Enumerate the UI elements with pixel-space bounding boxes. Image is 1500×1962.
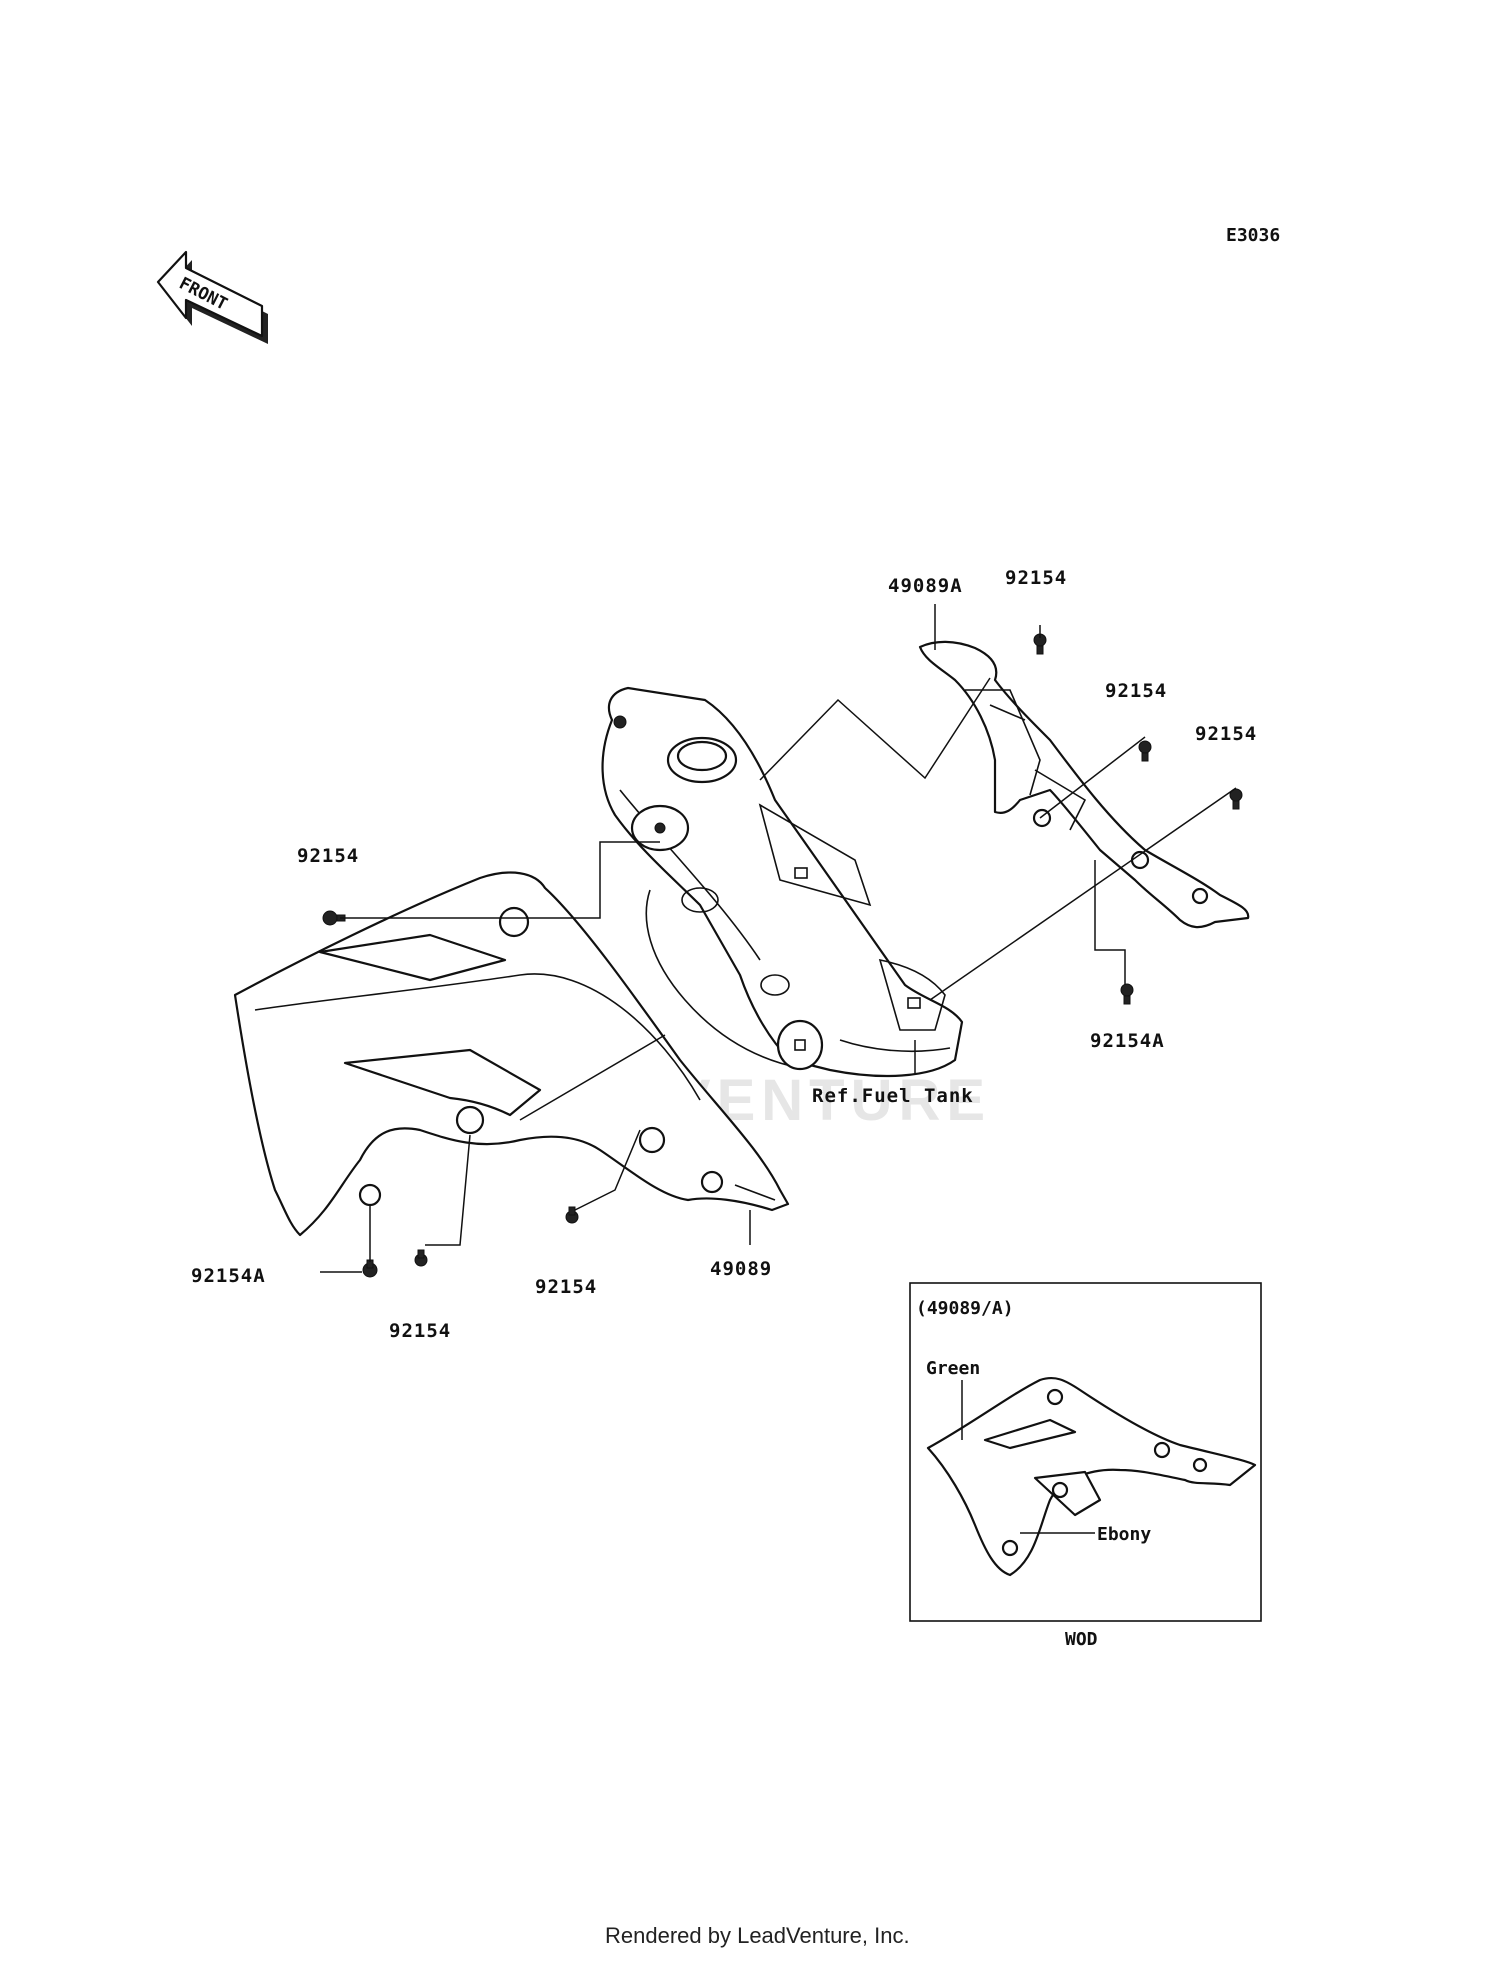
callout-49089A: 49089A [888, 575, 963, 597]
bolt-icon [414, 1249, 428, 1267]
footer-credit: Rendered by LeadVenture, Inc. [605, 1923, 910, 1948]
bolt-icon [1033, 633, 1047, 655]
callout-ref-fuel-tank: Ref.Fuel Tank [812, 1085, 974, 1107]
callout-92154-right-upper: 92154 [1105, 680, 1167, 702]
callout-92154-right: 92154 [1195, 723, 1257, 745]
callout-92154A-right: 92154A [1090, 1030, 1165, 1052]
callout-92154-left-top: 92154 [297, 845, 359, 867]
callout-92154-bottom-center: 92154 [535, 1276, 597, 1298]
bolt-icon [565, 1206, 579, 1224]
bolt-icon [1138, 740, 1152, 762]
left-shroud-illustration [233, 871, 790, 1237]
right-shroud-illustration [918, 640, 1250, 929]
inset-ebony-label: Ebony [1097, 1524, 1151, 1545]
callout-92154-top: 92154 [1005, 567, 1067, 589]
bolt-icon [1229, 788, 1243, 810]
inset-green-label: Green [926, 1358, 980, 1379]
leader-lines [320, 604, 1237, 1273]
callout-92154-bottom-left: 92154 [389, 1320, 451, 1342]
fuel-tank-illustration [601, 686, 964, 1078]
callout-92154A-left: 92154A [191, 1265, 266, 1287]
inset-title: (49089/A) [916, 1298, 1014, 1319]
color-variant-inset: (49089/A) Green Ebony WOD [909, 1282, 1262, 1650]
bolt-icon [1120, 983, 1134, 1005]
bolt-icon [362, 1259, 378, 1278]
front-arrow-icon: FRONT [156, 250, 268, 344]
inset-caption: WOD [1065, 1629, 1098, 1650]
callout-49089: 49089 [710, 1258, 772, 1280]
diagram-code: E3036 [1226, 225, 1280, 246]
inset-shroud-illustration [926, 1376, 1257, 1577]
